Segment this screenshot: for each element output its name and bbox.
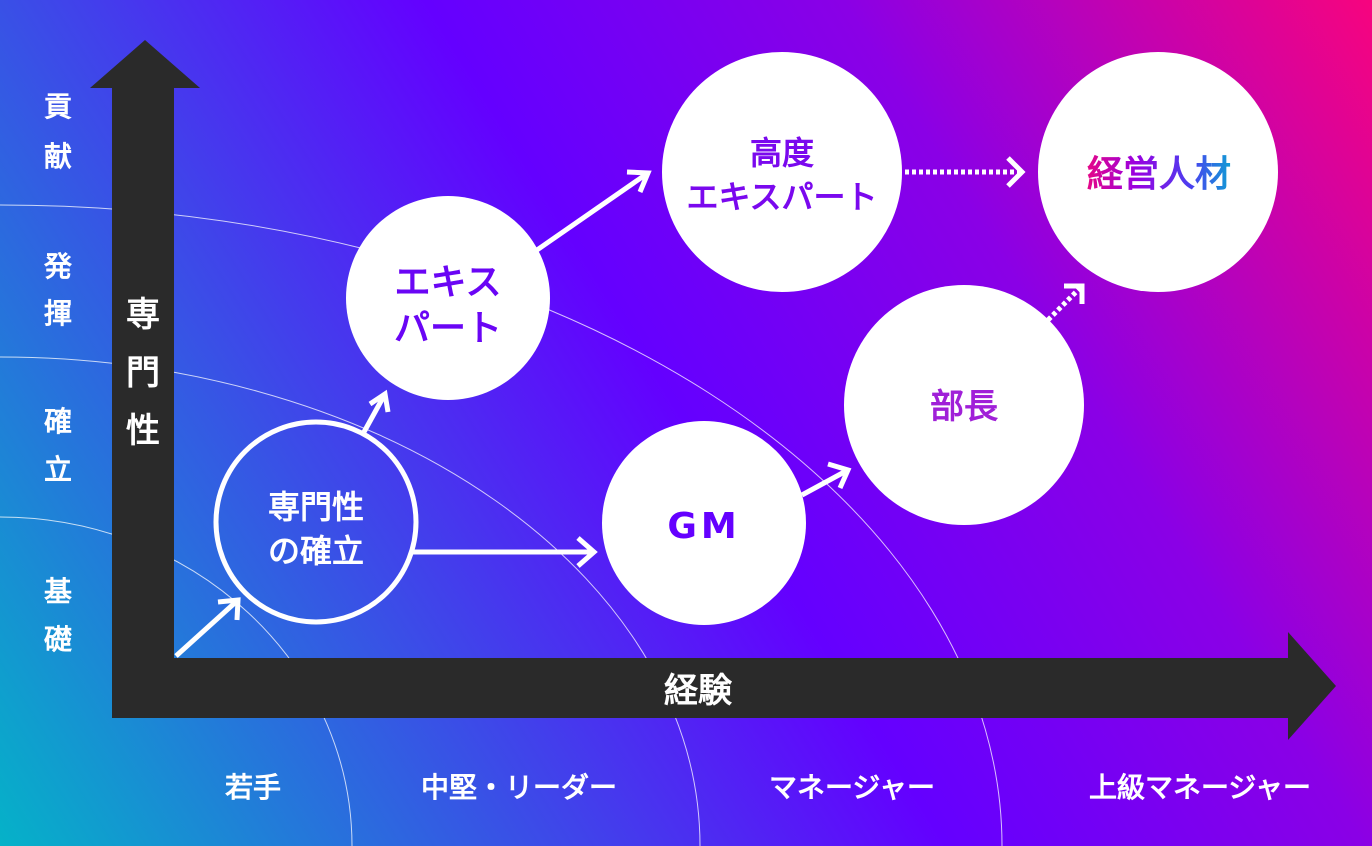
dotted-arrowhead-director (1064, 283, 1085, 304)
node-senior-expert-line1: 高度 (750, 134, 814, 172)
stage-leader: 中堅・リーダー (421, 771, 617, 804)
arrow-to-gm (412, 536, 598, 568)
arrow-to-expert (361, 389, 391, 434)
x-axis-label: 経験 (664, 671, 733, 711)
x-axis-arrowhead (1288, 632, 1336, 740)
node-foundation-line2: の確立 (268, 532, 364, 570)
stage-senior-manager: 上級マネージャー (1089, 771, 1311, 804)
node-expert-line1: エキス (395, 262, 502, 303)
y-axis-label-1: 専 (126, 295, 160, 335)
node-foundation-line1: 専門性 (268, 488, 364, 526)
level-demonstration-2: 揮 (44, 297, 72, 330)
y-axis-label-2: 門 (126, 353, 160, 393)
y-axis-shaft (112, 86, 174, 718)
dotted-arrow-director-to-executive (1046, 286, 1082, 322)
node-senior-expert-line2: エキスパート (686, 178, 877, 216)
x-axis-shaft (112, 658, 1292, 718)
node-executive: 経営人材 (1038, 52, 1278, 292)
node-senior-expert: 高度 エキスパート (662, 52, 902, 292)
node-foundation: 専門性 の確立 (213, 419, 419, 625)
level-contribution-1: 貢 (44, 90, 72, 123)
stage-manager: マネージャー (769, 771, 935, 804)
arrow-to-director (800, 461, 852, 498)
level-foundation-1: 基 (44, 575, 72, 608)
node-director: 部長 (844, 285, 1084, 525)
arrow-to-senior-expert (535, 169, 652, 253)
y-axis-arrowhead (90, 40, 200, 88)
level-contribution-2: 献 (44, 140, 72, 173)
node-director-label: 部長 (930, 387, 999, 427)
node-executive-label: 経営人材 (1087, 154, 1231, 195)
node-gm-label: GM (667, 506, 740, 547)
stage-young: 若手 (225, 771, 281, 804)
node-gm: GM (602, 421, 806, 625)
level-demonstration-1: 発 (43, 250, 73, 283)
y-axis-label-3: 性 (126, 411, 160, 451)
level-foundation-2: 礎 (44, 623, 72, 656)
connectors (174, 156, 1085, 658)
node-expert: エキス パート (346, 196, 550, 400)
level-establishment-2: 立 (44, 453, 72, 486)
node-expert-line2: パート (394, 308, 502, 349)
arrow-to-foundation (174, 597, 241, 658)
level-establishment-1: 確 (44, 405, 72, 438)
arc-young (0, 516, 353, 846)
dotted-arrowhead-executive (1006, 156, 1026, 188)
axes (90, 40, 1336, 740)
